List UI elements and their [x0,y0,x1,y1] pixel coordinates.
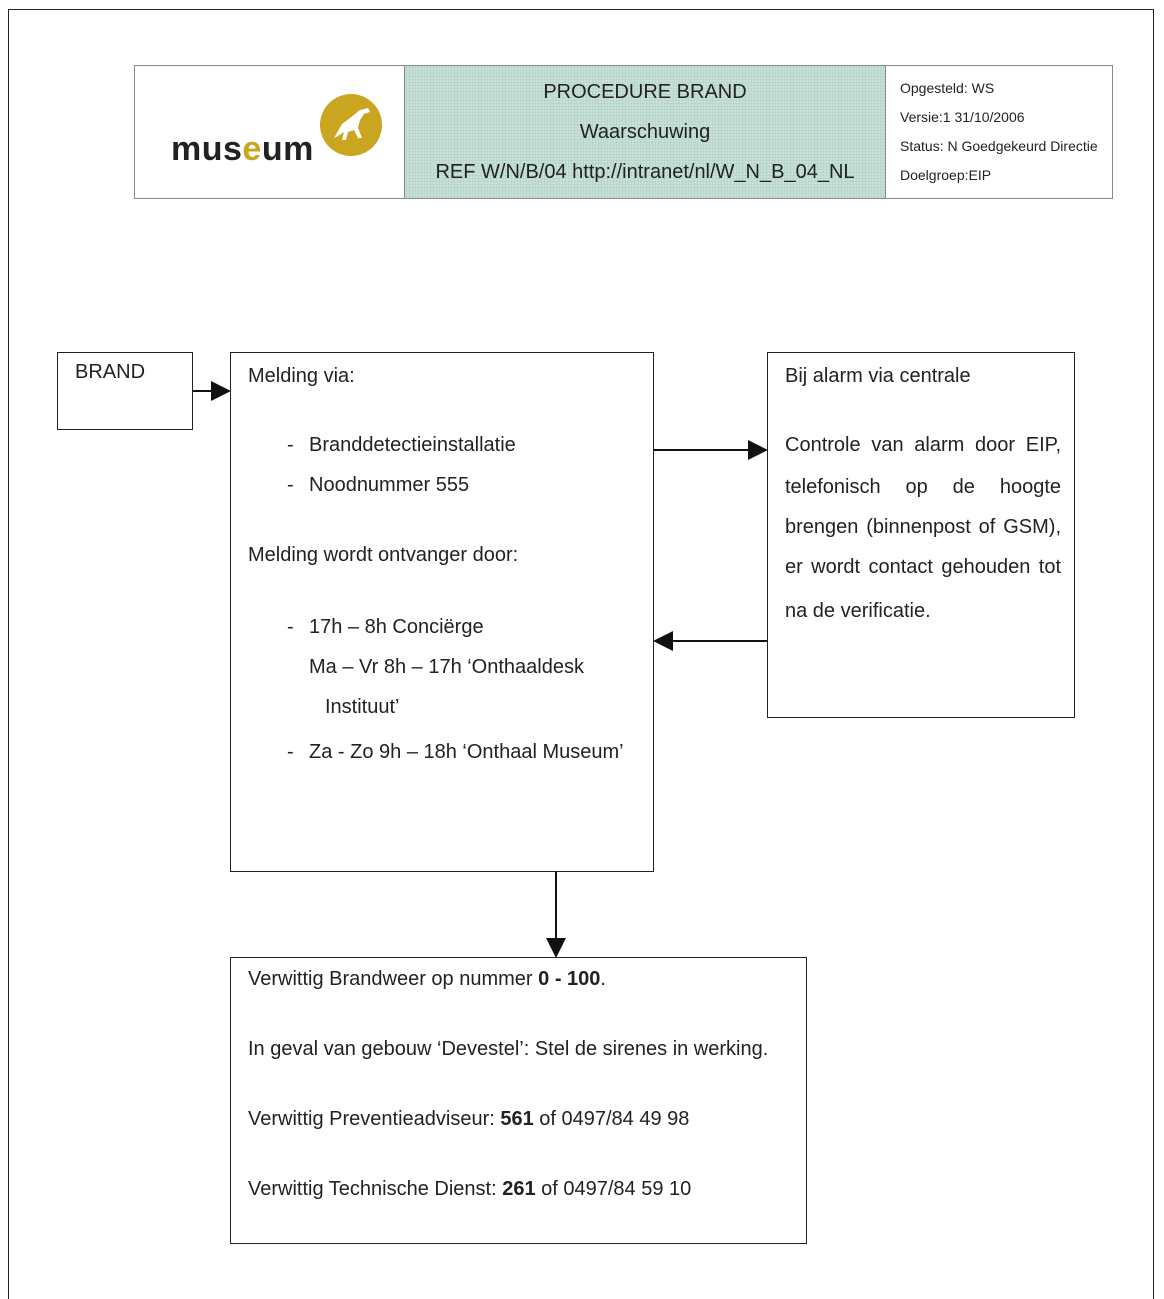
technical-number: 261 [502,1178,536,1200]
brand-label: BRAND [75,361,146,383]
alarm-line: telefonisch op de hoogte [785,476,1061,498]
procedure-reference: REF W/N/B/04 http://intranet/nl/W_N_B_04… [435,161,855,183]
action-sirens: In geval van gebouw ‘Devestel’: Stel de … [248,1038,769,1060]
receiver-item: Za - Zo 9h – 18h ‘Onthaal Museum’ [287,741,624,764]
via-item: Branddetectieinstallatie [287,434,516,457]
meta-status: Status: N Goedgekeurd Directie [900,138,1098,154]
header-title-cell: PROCEDURE BRAND Waarschuwing REF W/N/B/0… [405,66,886,198]
receiver-item: 17h – 8h Conciërge [287,616,484,639]
document-header: museum PROCEDURE BRAND Waarschuwing REF … [134,65,1113,199]
firebrigade-number: 0 - 100 [538,968,601,990]
procedure-title: PROCEDURE BRAND [543,81,747,103]
dinosaur-logo-icon [320,94,382,156]
via-item: Noodnummer 555 [287,474,469,497]
alarm-line: brengen (binnenpost of GSM), [785,516,1061,538]
action-firebrigade: Verwittig Brandweer op nummer 0 - 100. [248,968,606,990]
museum-logo: museum [135,66,405,198]
melding-box: Melding via: Branddetectieinstallatie No… [230,352,654,872]
alarm-line: na de verificatie. [785,600,931,622]
alarm-line: er wordt contact gehouden tot [785,556,1061,578]
procedure-subtitle: Waarschuwing [579,121,711,143]
alarm-line: Controle van alarm door EIP, [785,434,1061,456]
alarm-heading: Bij alarm via centrale [785,365,971,387]
alarm-box: Bij alarm via centrale Controle van alar… [767,352,1075,718]
melding-heading: Melding via: [248,365,355,387]
action-technical-service: Verwittig Technische Dienst: 261 of 0497… [248,1178,692,1200]
header-meta-cell: Opgesteld: WS Versie:1 31/10/2006 Status… [886,66,1112,198]
meta-audience: Doelgroep:EIP [900,167,992,183]
receiver-item-continued: Instituut’ [325,696,400,718]
actions-box: Verwittig Brandweer op nummer 0 - 100. I… [230,957,807,1244]
meta-author: Opgesteld: WS [900,80,995,96]
prevention-number: 561 [500,1108,534,1130]
logo-wordmark: museum [171,130,314,168]
received-heading: Melding wordt ontvanger door: [248,544,519,566]
receiver-item: Ma – Vr 8h – 17h ‘Onthaaldesk [309,656,639,679]
meta-version: Versie:1 31/10/2006 [900,109,1025,125]
document-page [8,9,1154,1299]
brand-box: BRAND [57,352,193,430]
action-prevention-advisor: Verwittig Preventieadviseur: 561 of 0497… [248,1108,690,1130]
